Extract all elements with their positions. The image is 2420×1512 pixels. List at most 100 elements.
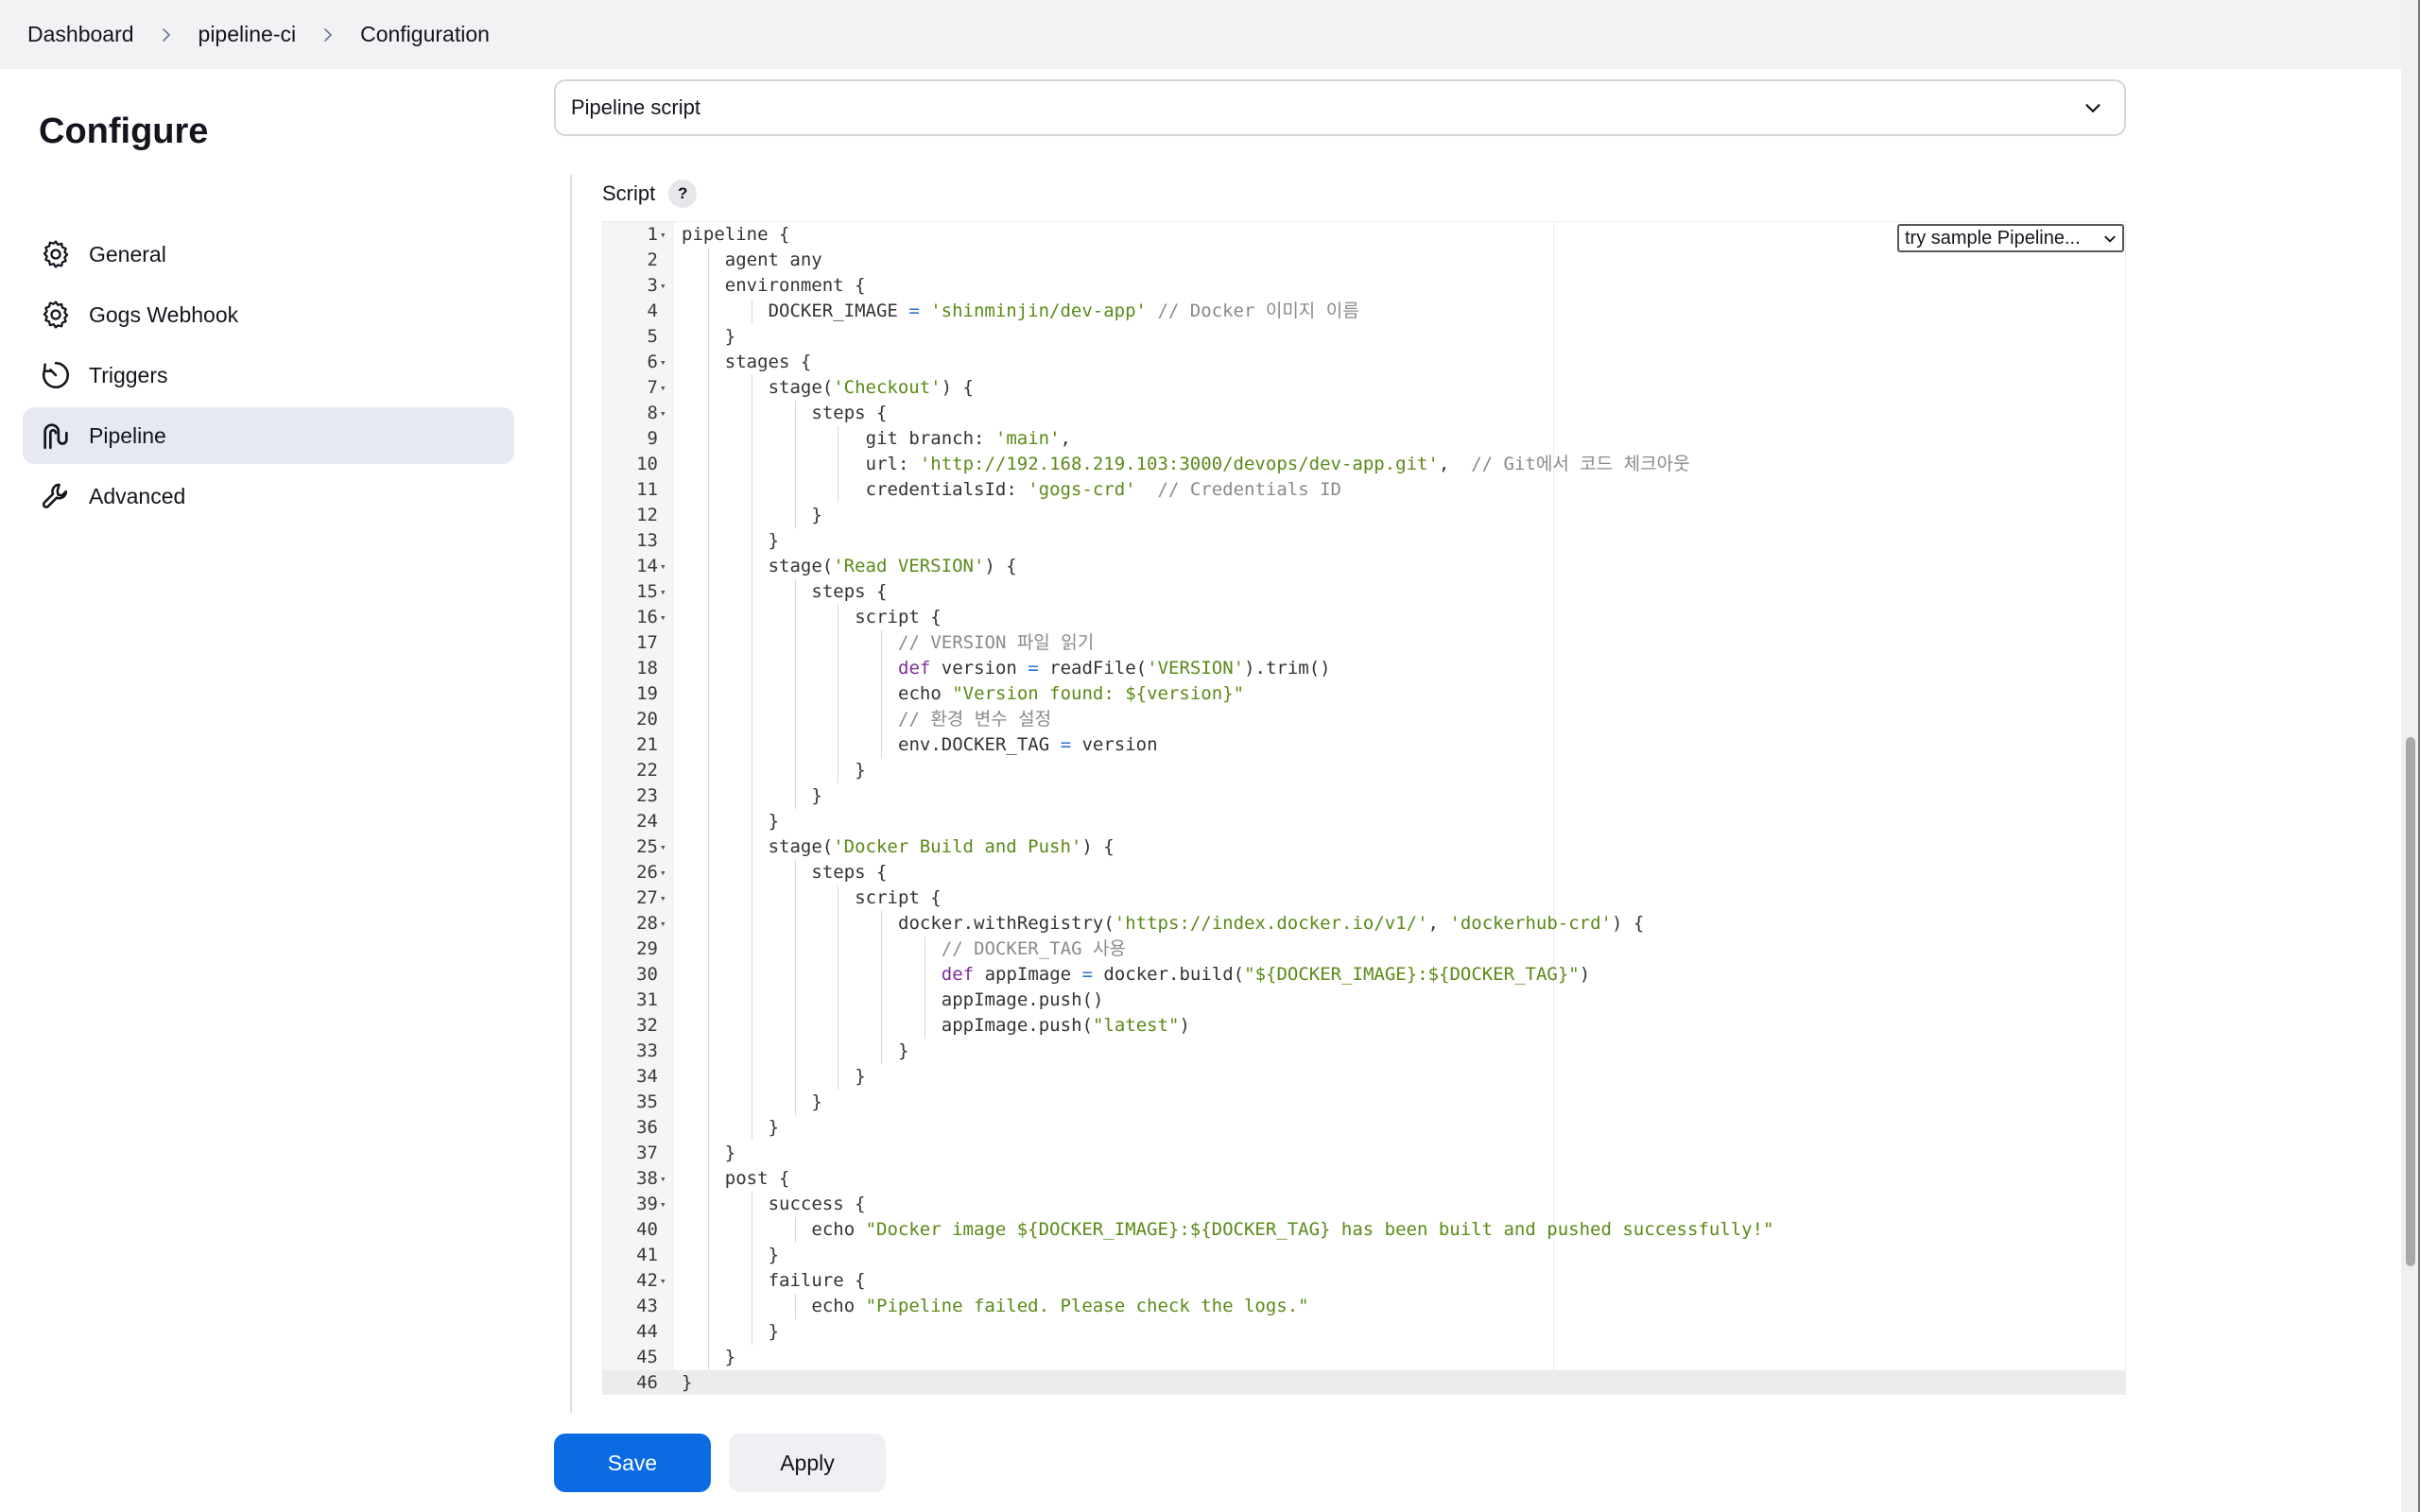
apply-button[interactable]: Apply xyxy=(729,1434,886,1492)
code-line[interactable]: 13} xyxy=(603,528,2125,554)
code-line[interactable]: 24} xyxy=(603,809,2125,834)
sidebar-item-triggers[interactable]: Triggers xyxy=(23,347,514,404)
code-line[interactable]: 11 credentialsId: 'gogs-crd' // Credenti… xyxy=(603,477,2125,503)
indent-guide xyxy=(708,834,709,860)
code-line[interactable]: 3▾environment { xyxy=(603,273,2125,299)
code-line[interactable]: 38▾post { xyxy=(603,1166,2125,1192)
code-line[interactable]: 46} xyxy=(603,1370,2125,1394)
code-line[interactable]: 17// VERSION 파일 읽기 xyxy=(603,630,2125,656)
code-line[interactable]: 8▾steps { xyxy=(603,401,2125,426)
code-line[interactable]: 35} xyxy=(603,1090,2125,1115)
line-number: 11 xyxy=(636,479,658,500)
fold-toggle-icon[interactable]: ▾ xyxy=(660,841,666,853)
line-number: 29 xyxy=(636,938,658,959)
code-line[interactable]: 45} xyxy=(603,1345,2125,1370)
code-text: steps { xyxy=(811,403,888,423)
save-button[interactable]: Save xyxy=(554,1434,711,1492)
code-line[interactable]: 1▾pipeline { xyxy=(603,222,2125,248)
code-line[interactable]: 39▾success { xyxy=(603,1192,2125,1217)
fold-toggle-icon[interactable]: ▾ xyxy=(660,611,666,624)
sidebar-item-pipeline[interactable]: Pipeline xyxy=(23,407,514,464)
indent-guide xyxy=(708,809,709,834)
sample-pipeline-select[interactable]: try sample Pipeline... xyxy=(1897,224,2124,252)
code-line[interactable]: 28▾docker.withRegistry('https://index.do… xyxy=(603,911,2125,936)
code-line[interactable]: 25▾stage('Docker Build and Push') { xyxy=(603,834,2125,860)
indent-guide xyxy=(708,401,709,426)
fold-toggle-icon[interactable]: ▾ xyxy=(660,586,666,598)
fold-toggle-icon[interactable]: ▾ xyxy=(660,382,666,394)
fold-toggle-icon[interactable]: ▾ xyxy=(660,407,666,420)
breadcrumb-configuration[interactable]: Configuration xyxy=(360,22,490,46)
indent-guide xyxy=(794,758,796,783)
code-line[interactable]: 37} xyxy=(603,1141,2125,1166)
fold-toggle-icon[interactable]: ▾ xyxy=(660,1173,666,1185)
code-text: stage('Read VERSION') { xyxy=(768,556,1017,576)
code-text: // DOCKER_TAG 사용 xyxy=(941,938,1126,959)
indent-guide xyxy=(708,503,709,528)
breadcrumb-dashboard[interactable]: Dashboard xyxy=(27,22,134,46)
code-line[interactable]: 16▾script { xyxy=(603,605,2125,630)
code-line[interactable]: 26▾steps { xyxy=(603,860,2125,885)
code-line[interactable]: 6▾stages { xyxy=(603,350,2125,375)
code-line[interactable]: 34} xyxy=(603,1064,2125,1090)
code-line[interactable]: 14▾ stage('Read VERSION') { xyxy=(603,554,2125,579)
script-label: Script ? xyxy=(602,180,698,208)
code-line[interactable]: 22} xyxy=(603,758,2125,783)
code-line[interactable]: 29 // DOCKER_TAG 사용 xyxy=(603,936,2125,962)
code-line[interactable]: 5} xyxy=(603,324,2125,350)
sidebar-item-gogs-webhook[interactable]: Gogs Webhook xyxy=(23,286,514,343)
code-line[interactable]: 10 url: 'http://192.168.219.103:3000/dev… xyxy=(603,452,2125,477)
definition-select[interactable]: Pipeline script xyxy=(554,79,2126,136)
indent-guide xyxy=(794,860,796,885)
code-line[interactable]: 15▾steps { xyxy=(603,579,2125,605)
code-line[interactable]: 20// 환경 변수 설정 xyxy=(603,707,2125,732)
help-icon[interactable]: ? xyxy=(668,180,698,208)
breadcrumb-pipeline-ci[interactable]: pipeline-ci xyxy=(198,22,297,46)
sidebar-item-general[interactable]: General xyxy=(23,226,514,283)
pipeline-icon xyxy=(43,423,68,450)
fold-toggle-icon[interactable]: ▾ xyxy=(660,1198,666,1211)
code-line[interactable]: 12} xyxy=(603,503,2125,528)
indent-guide xyxy=(881,962,883,988)
scrollbar-thumb[interactable] xyxy=(2406,737,2415,1266)
fold-toggle-icon[interactable]: ▾ xyxy=(660,560,666,573)
page-scrollbar[interactable] xyxy=(2401,0,2420,1512)
code-line[interactable]: 7▾stage('Checkout') { xyxy=(603,375,2125,401)
fold-toggle-icon[interactable]: ▾ xyxy=(660,918,666,930)
code-line[interactable]: 33} xyxy=(603,1039,2125,1064)
code-text: stage('Checkout') { xyxy=(768,377,974,398)
code-text: echo "Pipeline failed. Please check the … xyxy=(811,1296,1309,1316)
indent-guide xyxy=(708,860,709,885)
chevron-right-icon xyxy=(309,26,347,43)
fold-toggle-icon[interactable]: ▾ xyxy=(660,280,666,292)
fold-toggle-icon[interactable]: ▾ xyxy=(660,356,666,369)
code-text: } xyxy=(768,1117,780,1138)
fold-toggle-icon[interactable]: ▾ xyxy=(660,1275,666,1287)
code-line[interactable]: 44} xyxy=(603,1319,2125,1345)
line-number: 14 xyxy=(636,556,658,576)
code-line[interactable]: 23} xyxy=(603,783,2125,809)
code-line[interactable]: 27▾script { xyxy=(603,885,2125,911)
code-line[interactable]: 9 git branch: 'main', xyxy=(603,426,2125,452)
fold-toggle-icon[interactable]: ▾ xyxy=(660,892,666,904)
indent-guide xyxy=(708,1192,709,1217)
sidebar-item-advanced[interactable]: Advanced xyxy=(23,468,514,524)
fold-toggle-icon[interactable]: ▾ xyxy=(660,867,666,879)
print-margin xyxy=(1553,222,1554,1394)
code-line[interactable]: 42▾failure { xyxy=(603,1268,2125,1294)
code-line[interactable]: 36} xyxy=(603,1115,2125,1141)
fold-toggle-icon[interactable]: ▾ xyxy=(660,229,666,241)
code-line[interactable]: 41} xyxy=(603,1243,2125,1268)
